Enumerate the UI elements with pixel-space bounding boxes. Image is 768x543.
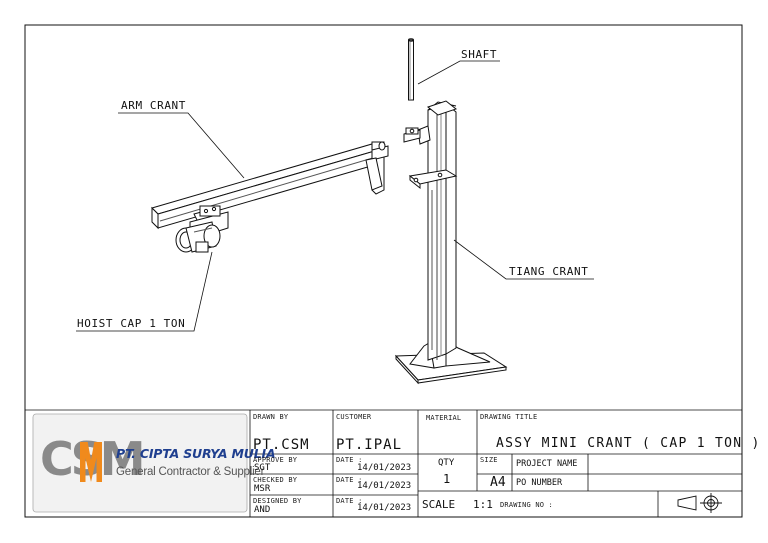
arm-part bbox=[151, 141, 389, 230]
sheet-frame bbox=[24, 24, 743, 518]
size-label: SIZE bbox=[480, 456, 498, 464]
shaft-label: SHAFT bbox=[461, 48, 498, 61]
logo-accent bbox=[80, 442, 102, 482]
customer-label: CUSTOMER bbox=[336, 413, 372, 421]
leader-lines bbox=[76, 60, 594, 332]
drawn-by-value: PT.CSM bbox=[253, 437, 310, 453]
date-value-1: 14/01/2023 bbox=[357, 463, 412, 473]
drawing-title-label: DRAWING TITLE bbox=[480, 413, 538, 421]
date-label-2: DATE : bbox=[336, 476, 363, 484]
drawing-no-label: DRAWING NO : bbox=[500, 501, 553, 509]
shaft-part bbox=[408, 38, 414, 101]
designed-value: AND bbox=[254, 505, 271, 515]
title-block-grid bbox=[25, 409, 742, 517]
customer-value: PT.IPAL bbox=[336, 437, 403, 453]
hoist-part bbox=[175, 205, 229, 253]
drawing-title: ASSY MINI CRANT ( CAP 1 TON ) bbox=[496, 436, 761, 451]
date-label-3: DATE : bbox=[336, 497, 363, 505]
company-logo-panel bbox=[32, 413, 248, 513]
scale-value: 1:1 bbox=[473, 498, 493, 511]
projection-symbol-icon bbox=[677, 493, 722, 513]
po-number-label: PO NUMBER bbox=[516, 478, 563, 488]
company-tagline: General Contractor & Supplier bbox=[116, 466, 265, 478]
qty-value: 1 bbox=[443, 472, 451, 486]
checked-label: CHECKED BY bbox=[253, 476, 298, 484]
company-name: PT. CIPTA SURYA MULIA bbox=[116, 446, 276, 461]
qty-label: QTY bbox=[438, 458, 455, 468]
tiang-label: TIANG CRANT bbox=[509, 265, 589, 278]
date-label-1: DATE : bbox=[336, 456, 363, 464]
checked-value: MSR bbox=[254, 484, 271, 494]
designed-label: DESIGNED BY bbox=[253, 497, 302, 505]
date-value-2: 14/01/2023 bbox=[357, 481, 412, 491]
date-value-3: 14/01/2023 bbox=[357, 503, 412, 513]
size-value: A4 bbox=[490, 475, 506, 490]
material-label: MATERIAL bbox=[426, 414, 462, 422]
drawn-by-label: DRAWN BY bbox=[253, 413, 289, 421]
hoist-label: HOIST CAP 1 TON bbox=[77, 317, 186, 330]
approve-value: SGT bbox=[254, 463, 271, 473]
scale-label: SCALE bbox=[422, 498, 456, 511]
project-name-label: PROJECT NAME bbox=[516, 459, 578, 469]
column-part bbox=[394, 100, 508, 385]
approve-label: APPROVE BY bbox=[253, 456, 298, 464]
arm-label: ARM CRANT bbox=[121, 99, 187, 112]
